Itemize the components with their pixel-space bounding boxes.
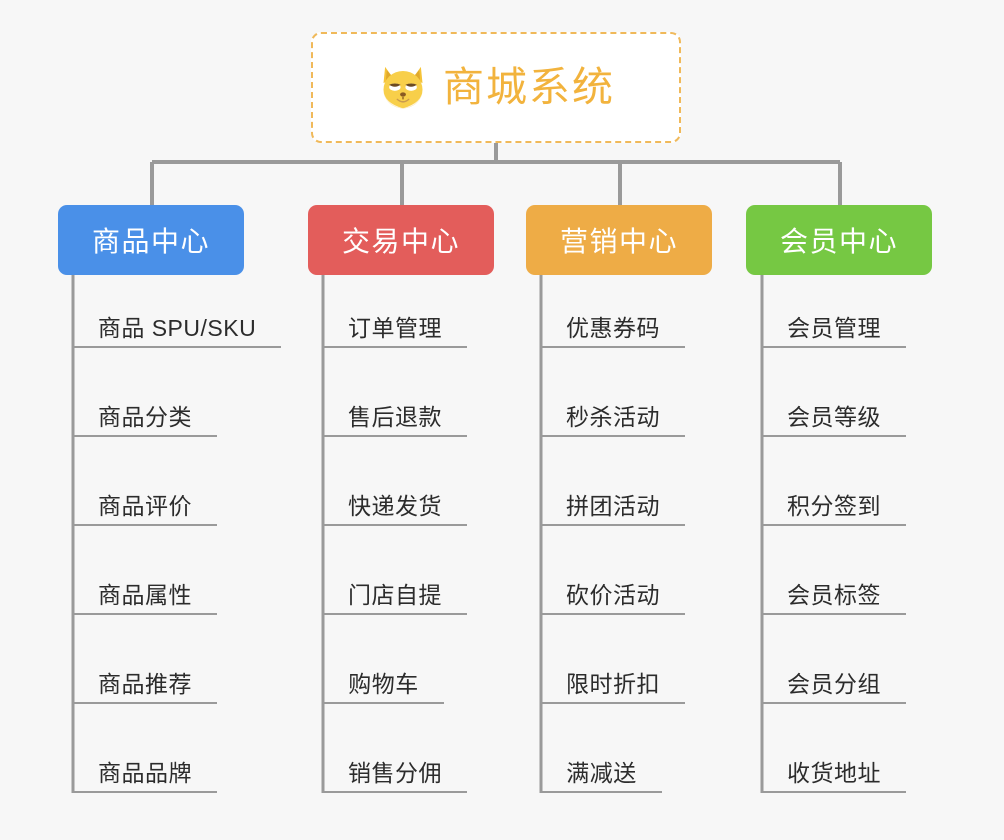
leaf-label: 满减送 [566,759,637,786]
leaf-label: 快递发货 [348,492,442,519]
leaf-label: 优惠券码 [566,314,660,341]
leaf-label: 秒杀活动 [566,403,660,430]
leaf-item[interactable]: 优惠券码 [541,308,685,348]
branch-node-3[interactable]: 营销中心 [526,205,712,275]
leaf-item[interactable]: 积分签到 [762,486,906,526]
leaf-label: 售后退款 [348,403,442,430]
root-node[interactable]: 商城系统 [311,32,681,143]
leaf-item[interactable]: 订单管理 [323,308,467,348]
branch-node-2[interactable]: 交易中心 [308,205,494,275]
leaf-label: 拼团活动 [566,492,660,519]
leaf-item[interactable]: 会员标签 [762,575,906,615]
leaf-label: 砍价活动 [566,581,660,608]
branch-label: 会员中心 [779,226,898,257]
leaf-label: 会员分组 [787,670,881,697]
branch-label: 营销中心 [559,226,678,257]
leaf-item[interactable]: 商品评价 [73,486,217,526]
leaf-item[interactable]: 会员等级 [762,397,906,437]
leaf-item[interactable]: 门店自提 [323,575,467,615]
leaf-item[interactable]: 限时折扣 [541,664,685,704]
leaf-item[interactable]: 砍价活动 [541,575,685,615]
branch-node-1[interactable]: 商品中心 [58,205,244,275]
leaf-item[interactable]: 商品品牌 [73,753,217,793]
shiba-dog-face-icon [383,66,423,108]
leaf-item[interactable]: 会员管理 [762,308,906,348]
leaf-label: 会员等级 [787,403,881,430]
leaf-label: 积分签到 [787,492,881,519]
leaf-label: 收货地址 [787,759,881,786]
leaf-item[interactable]: 购物车 [323,664,444,704]
branch-node-4[interactable]: 会员中心 [746,205,932,275]
leaf-item[interactable]: 售后退款 [323,397,467,437]
leaf-label: 商品分类 [98,403,192,430]
leaf-item[interactable]: 秒杀活动 [541,397,685,437]
leaf-label: 商品品牌 [98,759,192,786]
leaf-label: 商品属性 [98,581,192,608]
leaf-item[interactable]: 商品推荐 [73,664,217,704]
branch-label: 交易中心 [341,226,460,257]
leaf-label: 销售分佣 [348,759,442,786]
leaf-item[interactable]: 商品属性 [73,575,217,615]
leaf-label: 商品评价 [98,492,192,519]
leaf-label: 门店自提 [348,581,442,608]
root-title: 商城系统 [443,64,615,110]
leaf-item[interactable]: 商品 SPU/SKU [73,308,281,348]
leaf-label: 购物车 [348,670,419,697]
leaf-item[interactable]: 商品分类 [73,397,217,437]
leaf-label: 会员标签 [787,581,881,608]
leaf-item[interactable]: 拼团活动 [541,486,685,526]
leaf-item[interactable]: 满减送 [541,753,662,793]
leaf-label: 商品推荐 [98,670,192,697]
leaf-label: 会员管理 [787,314,881,341]
branch-label: 商品中心 [91,226,210,257]
leaf-label: 订单管理 [348,314,442,341]
leaf-label: 商品 SPU/SKU [97,314,257,341]
leaf-item[interactable]: 收货地址 [762,753,906,793]
leaf-item[interactable]: 会员分组 [762,664,906,704]
leaf-label: 限时折扣 [566,670,660,697]
leaf-item[interactable]: 快递发货 [323,486,467,526]
leaf-item[interactable]: 销售分佣 [323,753,467,793]
